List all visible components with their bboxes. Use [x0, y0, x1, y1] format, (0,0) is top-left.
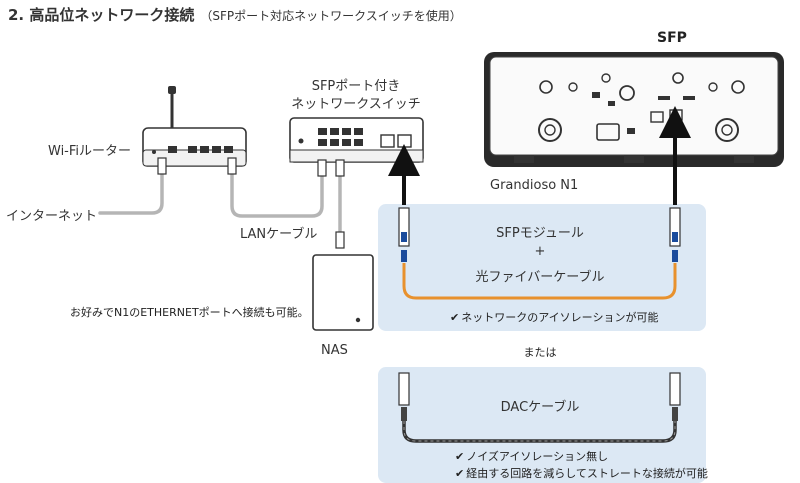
dac-cable	[398, 372, 681, 443]
router-switch-cable	[230, 170, 324, 218]
dac-benefit-1: ✔ノイズアイソレーション無し	[455, 448, 608, 464]
sfp-option-panel	[378, 204, 706, 331]
switch-label-line2: ネットワークスイッチ	[291, 97, 421, 112]
sfp-option-line1: SFPモジュール	[496, 226, 584, 241]
wifi-router-label: Wi-Fiルーター	[48, 144, 132, 159]
dac-benefit-2-text: 経由する回路を減らしてストレートな接続が可能	[466, 467, 708, 480]
sfp-option-line2: 光ファイバーケーブル	[475, 270, 605, 285]
internet-label: インターネット	[6, 209, 98, 224]
wifi-router-device	[142, 86, 247, 167]
internet-cable	[98, 170, 164, 215]
sfp-option-plus: +	[534, 244, 546, 259]
grandioso-label: Grandioso N1	[490, 178, 579, 193]
nas-device	[312, 254, 374, 331]
ethernet-note: お好みでN1のETHERNETポートへ接続も可能。	[70, 306, 309, 319]
lan-cable-label: LANケーブル	[240, 227, 318, 242]
sfp-header: SFP	[657, 30, 687, 46]
network-switch-device	[289, 117, 424, 163]
dac-option-label: DACケーブル	[500, 400, 580, 415]
dac-benefit-2: ✔経由する回路を減らしてストレートな接続が可能	[455, 465, 708, 481]
check-icon: ✔	[455, 467, 465, 480]
page-title: 2. 高品位ネットワーク接続 （SFPポート対応ネットワークスイッチを使用）	[8, 4, 462, 25]
fiber-cable	[402, 263, 677, 300]
sfp-benefit: ✔ネットワークのアイソレーションが可能	[450, 309, 658, 325]
dac-benefit-1-text: ノイズアイソレーション無し	[466, 450, 609, 463]
sfp-benefit-text: ネットワークのアイソレーションが可能	[461, 311, 659, 324]
or-label: または	[523, 346, 557, 359]
sfp-module-right	[669, 207, 681, 262]
page-title-sub: （SFPポート対応ネットワークスイッチを使用）	[200, 9, 462, 23]
sfp-module-left	[398, 207, 410, 262]
grandioso-n1-device	[484, 52, 784, 167]
check-icon: ✔	[455, 450, 465, 463]
check-icon: ✔	[450, 311, 460, 324]
lan-cables	[98, 170, 342, 237]
nas-label: NAS	[321, 343, 348, 358]
switch-label-line1: SFPポート付き	[311, 79, 401, 94]
page-title-main: 2. 高品位ネットワーク接続	[8, 6, 195, 24]
dac-option-panel	[378, 367, 706, 483]
